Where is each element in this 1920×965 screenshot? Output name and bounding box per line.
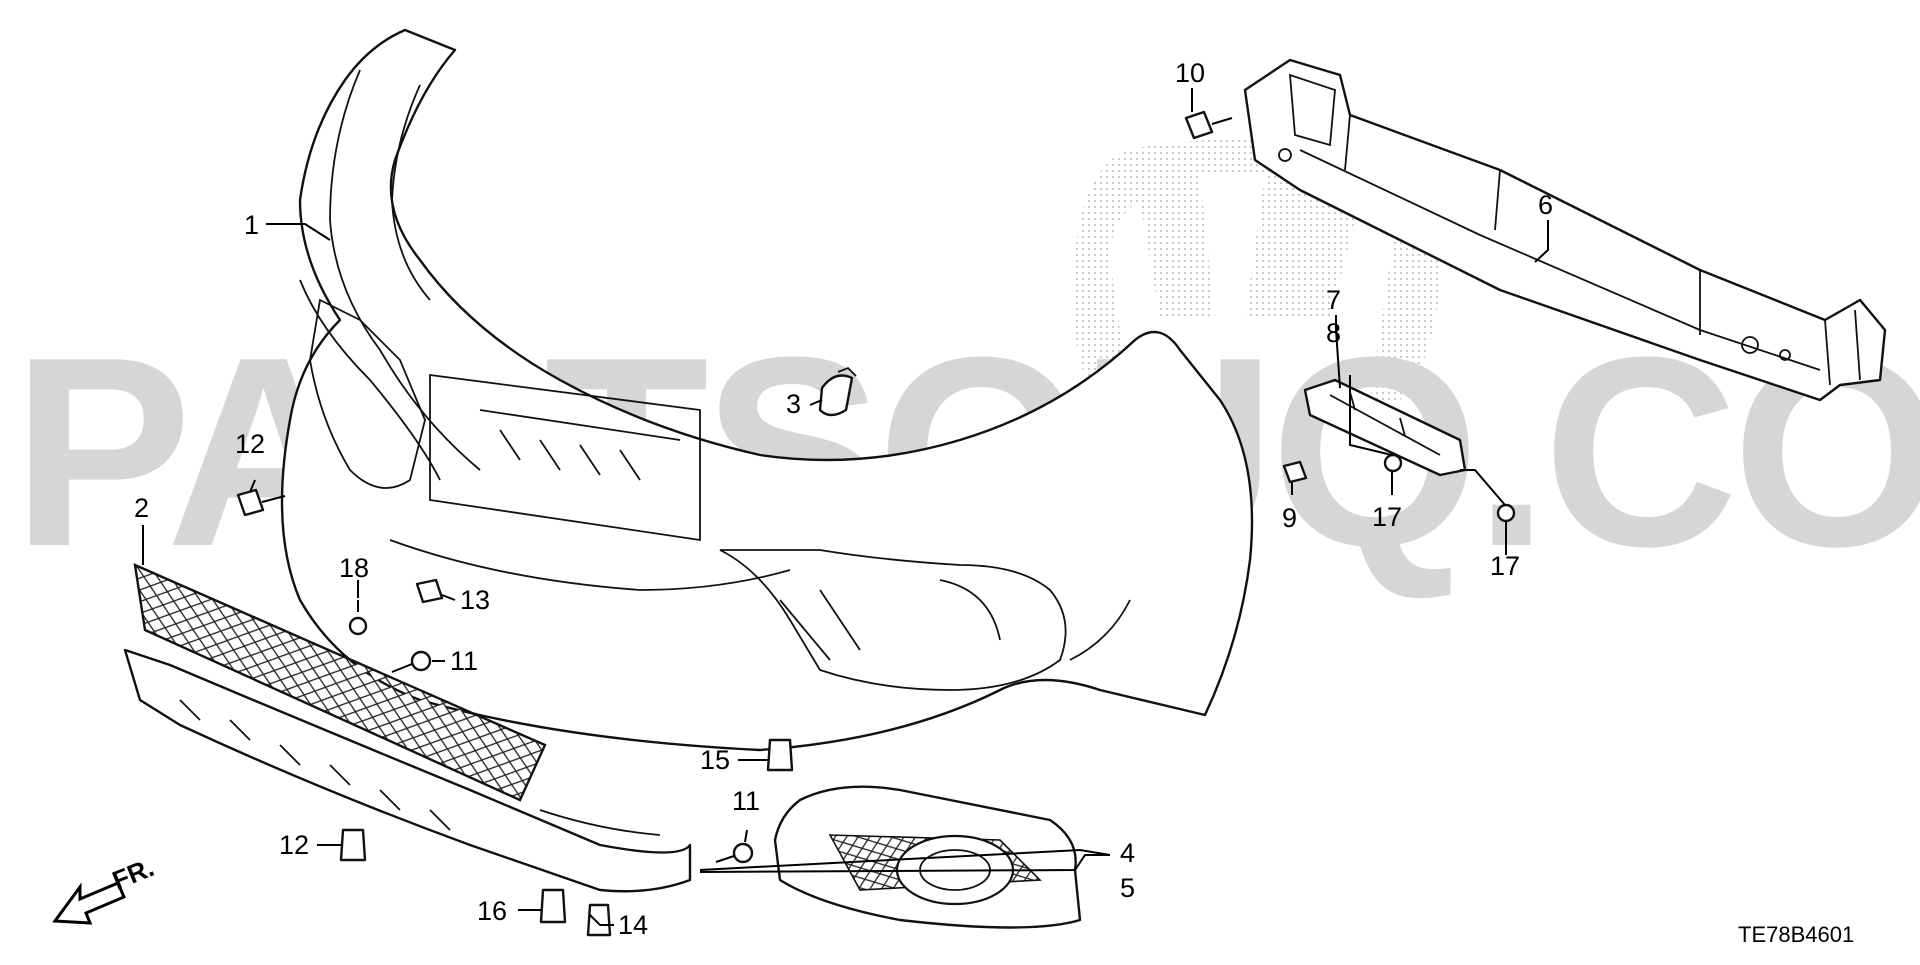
callout-4: 4	[1120, 838, 1135, 868]
callout-6: 6	[1538, 190, 1553, 220]
callout-3: 3	[786, 389, 801, 419]
callout-1: 1	[244, 210, 259, 240]
front-arrow-icon	[52, 881, 126, 925]
callout-8: 8	[1326, 318, 1341, 348]
callout-14: 14	[618, 910, 648, 940]
callout-15: 15	[700, 745, 730, 775]
callout-7: 7	[1326, 285, 1341, 315]
fastener-9-clip-nut	[1282, 460, 1308, 484]
fastener-11b-screw	[715, 842, 754, 864]
fastener-17b-screw	[1496, 503, 1516, 523]
callout-labels: 1 2 3 4 5 6 7 8 9 10 11 11 12 12 13 14 1…	[134, 58, 1553, 940]
diagram-code: TE78B4601	[1738, 922, 1854, 947]
tow-hook-cover	[818, 366, 857, 417]
fastener-18-screw	[348, 600, 368, 636]
lower-grille-mesh	[123, 563, 692, 893]
fastener-13-spring-nut	[415, 578, 444, 604]
callout-12a: 12	[235, 429, 265, 459]
fastener-10-bolt	[1184, 110, 1233, 140]
fastener-12-lower-bolt	[339, 828, 367, 862]
callout-17a: 17	[1372, 502, 1402, 532]
callout-16: 16	[477, 896, 507, 926]
callout-2: 2	[134, 493, 149, 523]
leader-lines	[142, 88, 1549, 926]
fastener-15-clip	[766, 738, 794, 772]
callout-10: 10	[1175, 58, 1205, 88]
callout-12b: 12	[279, 830, 309, 860]
front-bumper-cover	[280, 28, 1254, 752]
fastener-14-clip	[586, 903, 612, 937]
fastener-16-clip	[539, 888, 567, 924]
callout-17b: 17	[1490, 551, 1520, 581]
callout-9: 9	[1282, 503, 1297, 533]
front-direction-indicator: FR.	[52, 852, 158, 925]
bumper-reinforcement-beam	[1243, 58, 1887, 402]
callout-13: 13	[460, 585, 490, 615]
fastener-17a-screw	[1383, 453, 1403, 473]
callout-18: 18	[339, 553, 369, 583]
callout-11b: 11	[732, 786, 760, 816]
callout-11a: 11	[450, 646, 478, 676]
fastener-11a-screw	[391, 650, 432, 673]
callout-5: 5	[1120, 873, 1135, 903]
